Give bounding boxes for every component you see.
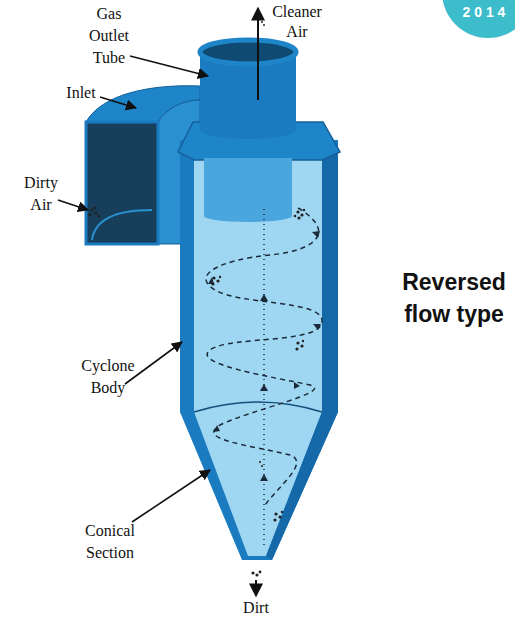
dust-particles (88, 21, 305, 577)
flow-label: Dirt (234, 597, 278, 619)
part-label: Conical Section (66, 520, 154, 564)
part-label: Inlet (56, 82, 106, 104)
type-note: Reversed flow type (393, 266, 515, 330)
vortex-flow (206, 208, 322, 505)
logo-circle (442, 0, 515, 38)
logo-year: 2 0 1 4 (453, 3, 515, 21)
part-label: Cyclone Body (72, 355, 144, 399)
inner-arrowheads (260, 294, 268, 481)
part-label: Gas Outlet Tube (78, 3, 140, 69)
flow-arrowheads (208, 231, 321, 432)
inner-vortex (263, 205, 265, 545)
flow-label: Cleaner Air (262, 2, 332, 42)
cyclone-body (180, 140, 338, 560)
top-cap (178, 122, 340, 160)
gas-outlet-tube (200, 40, 296, 222)
flow-label: Dirty Air (16, 172, 66, 216)
